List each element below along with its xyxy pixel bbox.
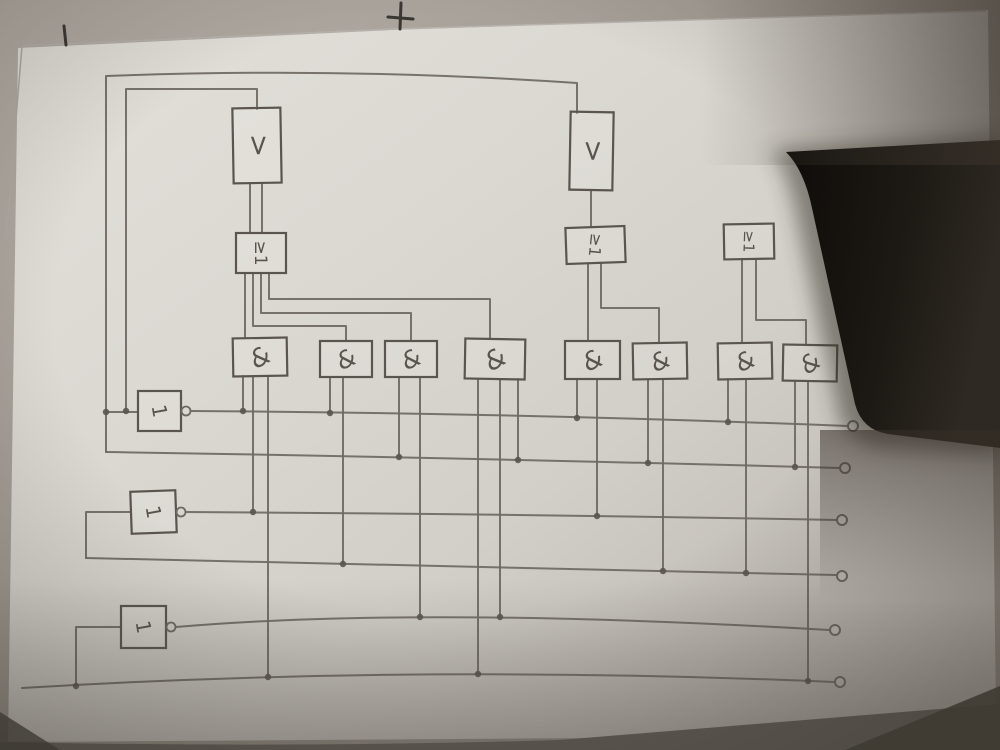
vignette [0, 0, 1000, 750]
circuit-photo-svg: <<≥1≥1≥1&&&&&&&&111 [0, 0, 1000, 750]
photo: <<≥1≥1≥1&&&&&&&&111 [0, 0, 1000, 750]
